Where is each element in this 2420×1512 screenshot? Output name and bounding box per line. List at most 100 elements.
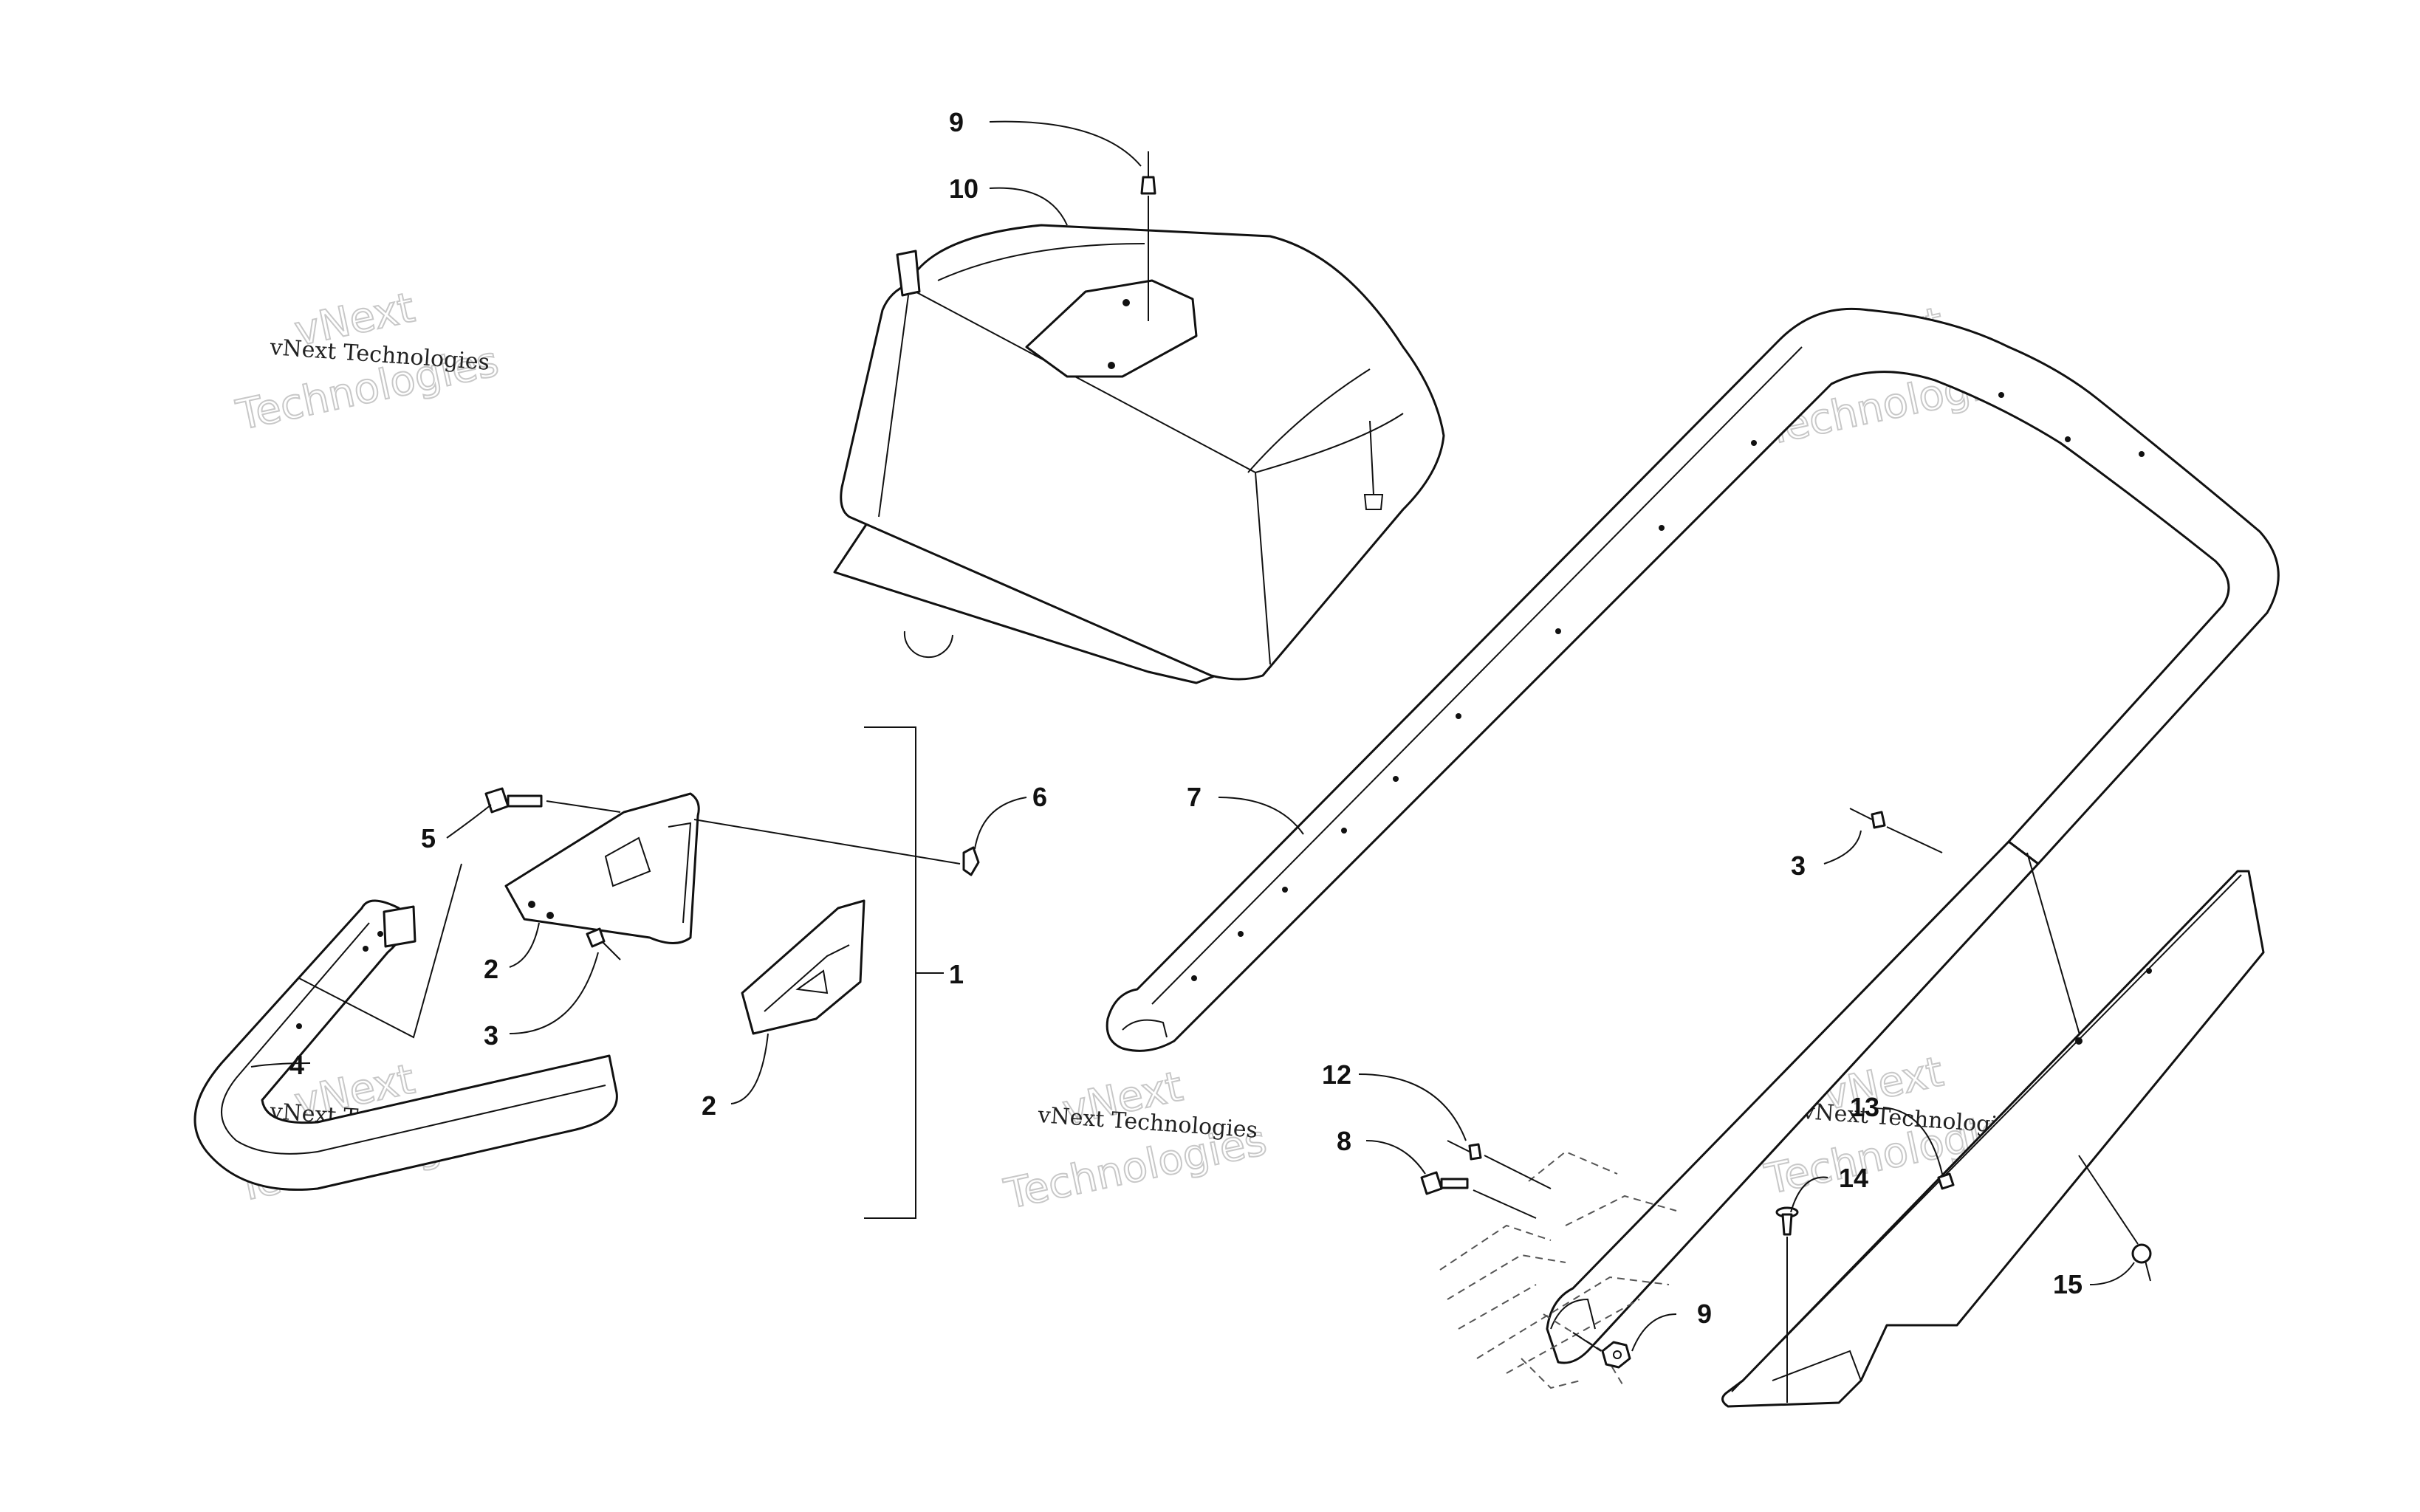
nut-9 [1601, 1341, 1631, 1369]
rivet-12-guide-line [1484, 1155, 1552, 1189]
callout-9: 9 [1697, 1299, 1712, 1329]
bolt-8 [1420, 1171, 1469, 1195]
leader-13 [1882, 1107, 1943, 1175]
callout-12: 12 [1322, 1059, 1351, 1090]
side-rail-body [1721, 870, 2265, 1408]
rivet-3-left [586, 927, 621, 961]
bag-zipper-pull [1363, 420, 1384, 510]
callout-3-right: 3 [1791, 850, 1806, 881]
grab-bar-lower-end [1550, 1298, 1596, 1330]
leader-10 [989, 120, 1142, 167]
clip-6 [693, 819, 980, 876]
leader-3a [509, 952, 599, 1034]
leader-12 [1358, 1073, 1467, 1141]
leader-5 [446, 804, 492, 839]
grab-bar-highlight [1151, 346, 1803, 1005]
chassis-dashed-line [1528, 1150, 1618, 1182]
grab-bar-hole [1282, 887, 1288, 893]
bag-side-seam [1247, 368, 1371, 473]
plate-hole [1108, 362, 1115, 369]
chassis-dashed-line [1447, 1254, 1566, 1300]
callout-labels: 9 10 5 6 2 3 4 1 2 7 3 12 8 9 13 14 15 [289, 107, 2083, 1329]
bumper-bracket-guide-line [298, 863, 462, 1039]
side-rail-hole [2146, 968, 2152, 974]
storage-bag [833, 224, 1445, 684]
plate-hole [1122, 299, 1130, 306]
rivet-shank [1447, 1140, 1470, 1152]
callout-3: 3 [484, 1020, 498, 1051]
grab-bar-hole [1191, 975, 1197, 981]
bolt-head [484, 787, 510, 814]
rivet-3-right [1849, 808, 1943, 853]
bag-flap-notch [903, 630, 953, 659]
bracket-cutout [604, 836, 651, 887]
callout-8: 8 [1337, 1126, 1351, 1156]
bracket-plate [504, 792, 700, 944]
fastener-10 [1140, 151, 1156, 321]
leader-15 [2089, 1262, 2135, 1285]
bag-body [840, 224, 1445, 681]
bolt-5-guide-line [546, 800, 621, 813]
callout-11: 10 [949, 173, 978, 204]
clip-6-guide-line [693, 819, 961, 865]
rivet-12 [1447, 1140, 1482, 1161]
grab-bar-hole [1341, 828, 1347, 834]
bracket-hole [546, 912, 554, 919]
bumper-bar [193, 899, 618, 1191]
chassis-dashed-line [1439, 1224, 1552, 1271]
side-rail [1721, 870, 2265, 1408]
bolt-8-guide-line [1473, 1189, 1537, 1219]
leader-8 [1365, 1140, 1426, 1175]
callout-1: 1 [949, 959, 964, 989]
bolt-shank [1440, 1178, 1469, 1189]
grab-bar-hole [1555, 628, 1561, 634]
pin-head [2131, 1243, 2152, 1264]
callout-7: 7 [1187, 782, 1202, 812]
grab-bar-rail-guide-line [2026, 852, 2083, 1045]
bag-left-tab [896, 250, 921, 297]
side-rail-clip [1937, 1172, 1955, 1190]
leader-lines [250, 120, 2135, 1352]
bolt-head [1420, 1171, 1443, 1195]
leader-7 [1218, 797, 1304, 835]
rivet-shank [1849, 808, 1873, 820]
grab-bar [1106, 307, 2280, 1364]
side-rail-hole [2075, 1037, 2083, 1045]
push-pin-14 [1775, 1206, 1799, 1403]
leader-4 [250, 1062, 311, 1068]
bag-mount-plate [1025, 279, 1198, 378]
bag-left-edge [878, 295, 909, 518]
chassis-dashed-line [1476, 1276, 1670, 1359]
grab-bar-hole [2139, 451, 2145, 457]
grab-bar-hole [1659, 525, 1665, 531]
grab-bar-hole [2065, 436, 2071, 442]
side-rail-end-detail [1772, 1350, 1862, 1381]
bracket-plate [741, 899, 865, 1035]
side-rail-top-edge [1731, 874, 2242, 1392]
rivet-head [1871, 811, 1886, 829]
leader-11 [989, 187, 1068, 226]
rivet-3-guide-line [1886, 826, 1943, 853]
callout-15: 15 [2053, 1269, 2083, 1299]
bracket-right [741, 899, 865, 1035]
bolt-shank [507, 794, 543, 808]
bag-zipper-seam [1255, 413, 1404, 473]
push-pin-15-guide-line [2078, 1155, 2139, 1245]
bumper-hole [377, 931, 383, 937]
callout-13: 13 [1850, 1092, 1879, 1122]
callout-2-lower: 2 [702, 1090, 716, 1121]
bracket-hole [528, 901, 535, 908]
bracket-fold [668, 822, 692, 924]
callout-10: 9 [949, 107, 964, 137]
leader-2b [730, 1033, 769, 1104]
grab-bar-hole [1751, 440, 1757, 446]
pin-shank [2145, 1260, 2151, 1282]
rivet-head [586, 927, 606, 948]
assembly-bracket-line [864, 726, 916, 1219]
grab-bar-hole [1456, 713, 1461, 719]
chassis-dashed-line [1521, 1358, 1581, 1389]
callout-4: 4 [289, 1050, 304, 1080]
leader-6 [974, 797, 1027, 850]
bumper-tube-outer [193, 899, 618, 1191]
